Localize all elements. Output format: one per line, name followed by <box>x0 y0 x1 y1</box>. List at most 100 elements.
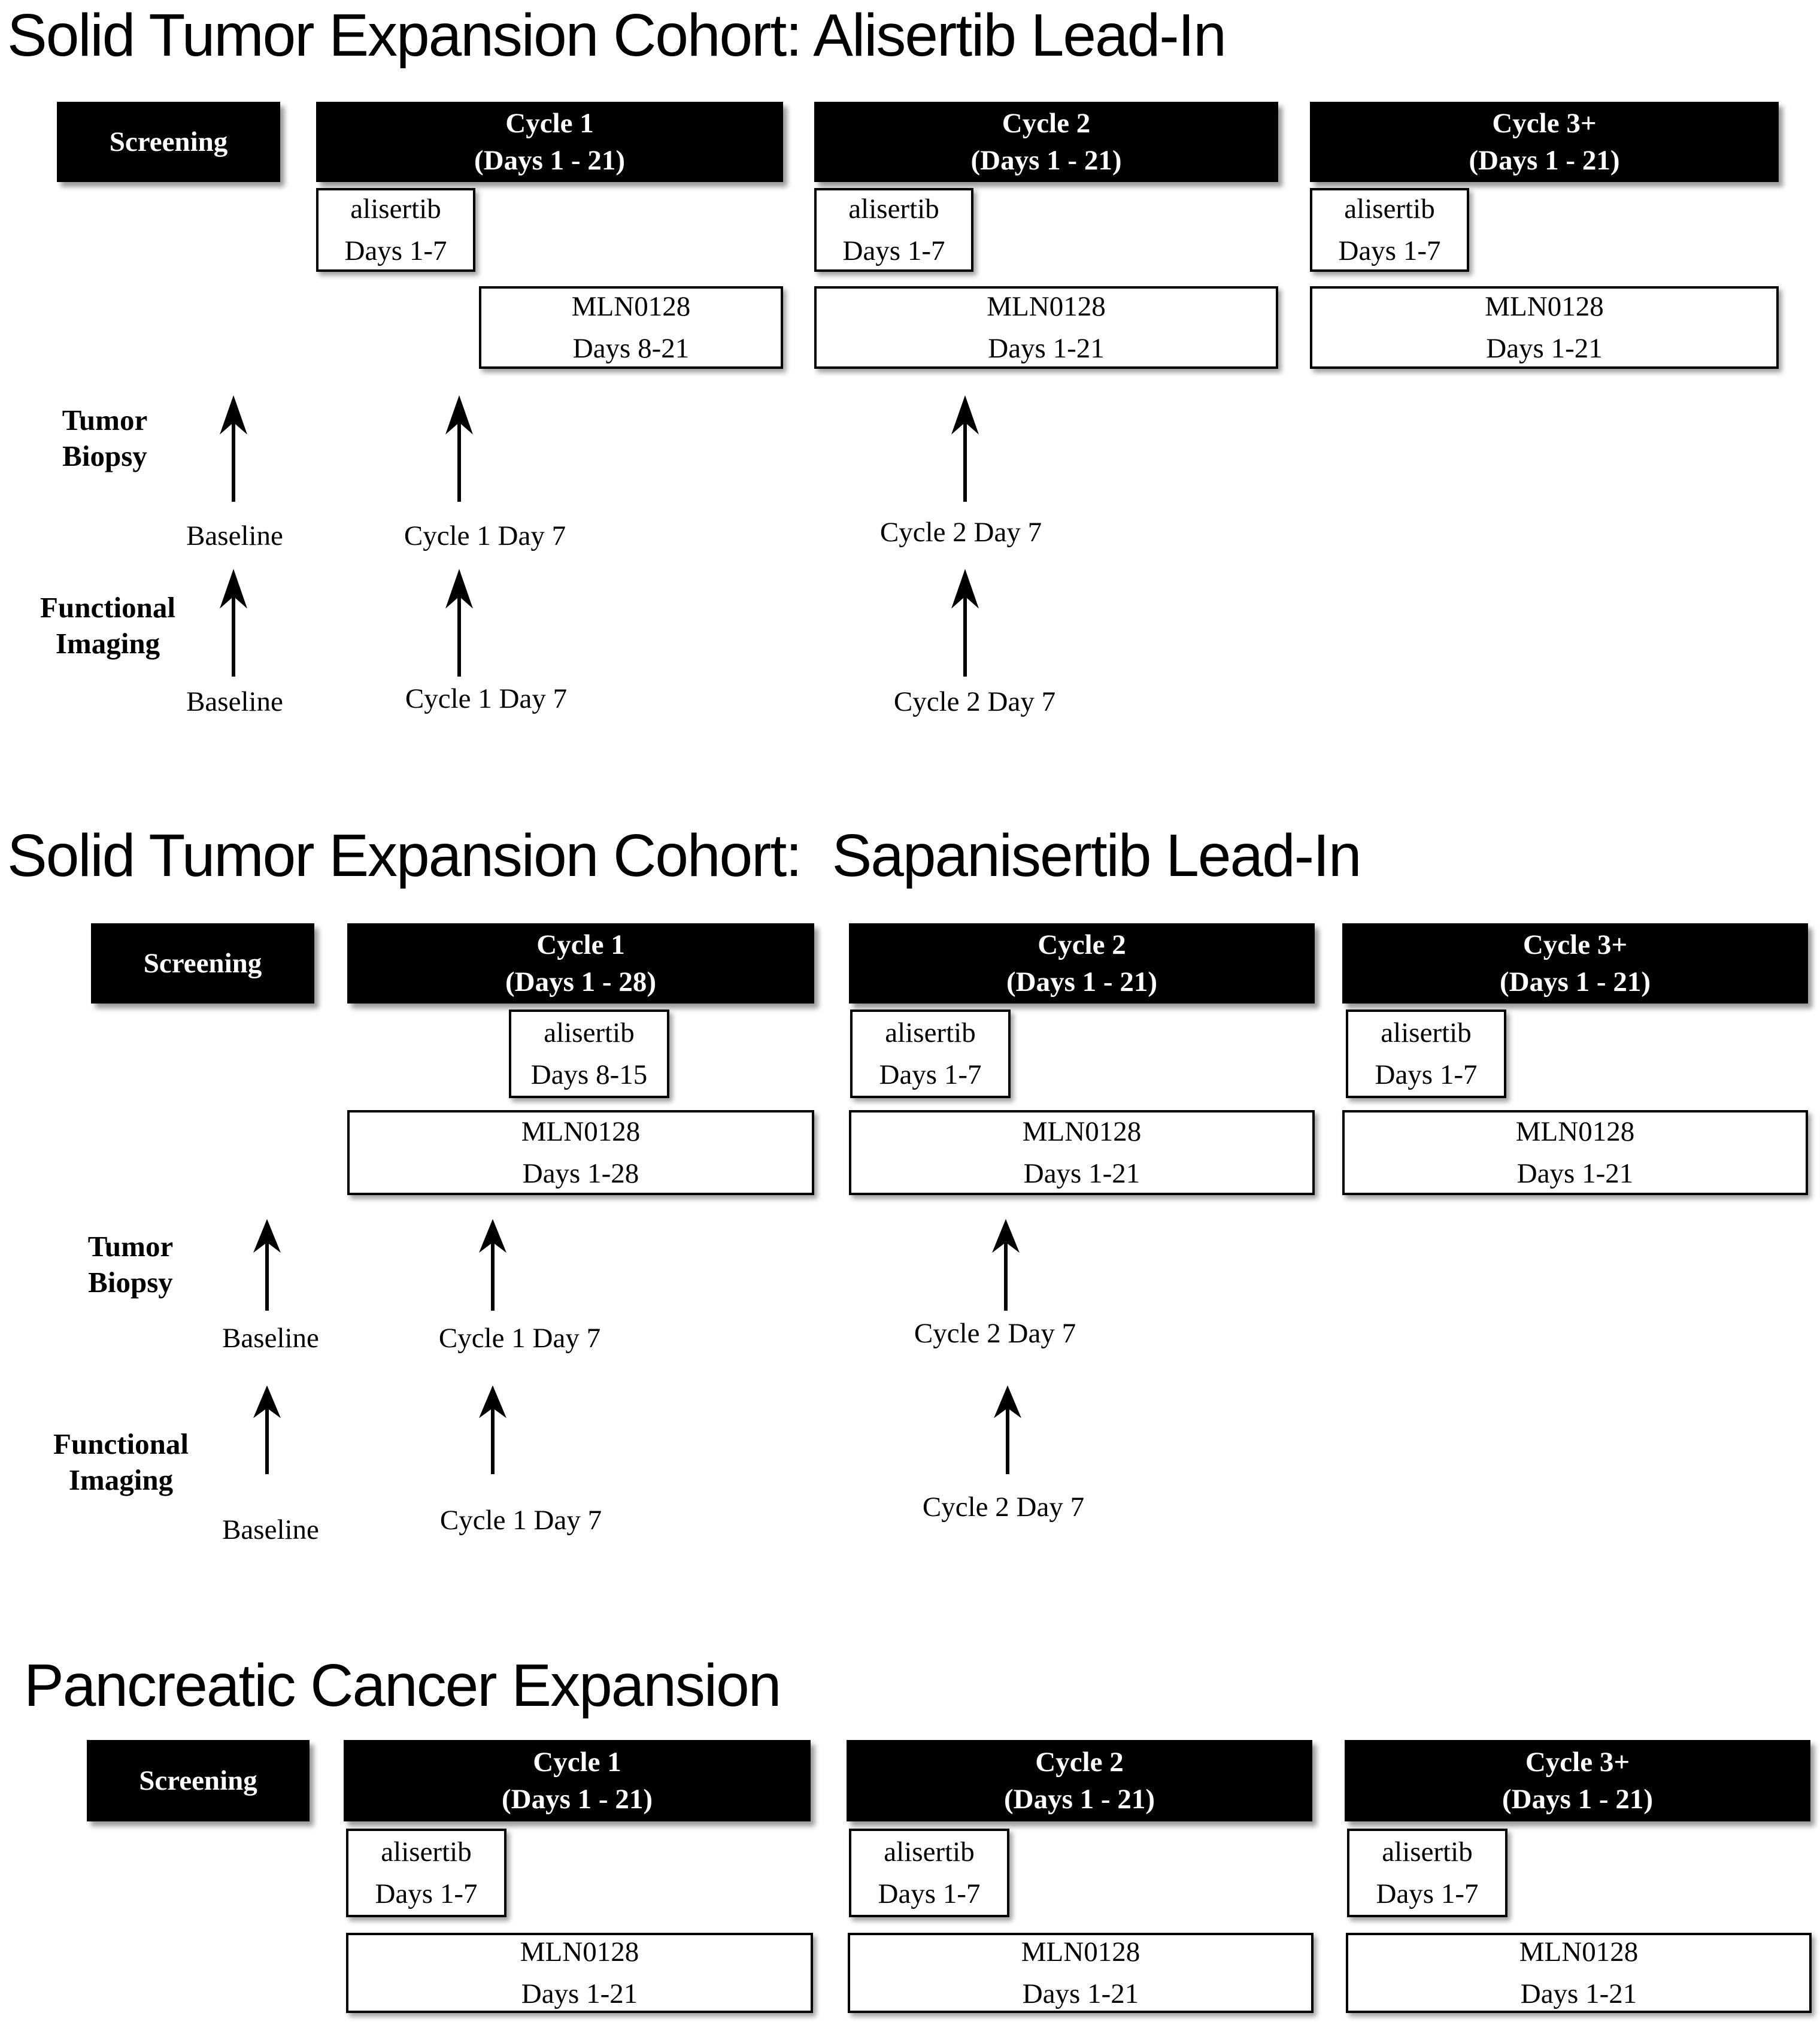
section-title: Solid Tumor Expansion Cohort: Alisertib … <box>7 2 1227 69</box>
tumor-biopsy-label-line: Biopsy <box>62 439 147 472</box>
screening-box: Screening <box>91 923 314 1004</box>
functional-imaging-label: Functional Imaging <box>40 590 175 662</box>
drug-name: MLN0128 <box>1021 1936 1140 1968</box>
cycle-name: Cycle 1 <box>505 107 594 139</box>
drug-box-alisertib: alisertib Days 1-7 <box>814 188 973 272</box>
tumor-biopsy-label: Tumor Biopsy <box>88 1229 174 1301</box>
functional-imaging-label-line: Functional <box>40 591 175 624</box>
drug-name: alisertib <box>350 193 441 225</box>
drug-box-alisertib: alisertib Days 1-7 <box>346 1829 506 1917</box>
drug-box-mln0128: MLN0128 Days 1-21 <box>849 1110 1315 1195</box>
cycle-header: Cycle 2 (Days 1 - 21) <box>847 1740 1312 1821</box>
cycle-days: (Days 1 - 21) <box>1469 145 1620 176</box>
timepoint-label: Cycle 2 Day 7 <box>893 686 1056 717</box>
cycle-days: (Days 1 - 21) <box>1502 1784 1653 1815</box>
drug-name: alisertib <box>1382 1836 1473 1868</box>
drug-box-alisertib: alisertib Days 1-7 <box>1347 1829 1507 1917</box>
timepoint-label: Baseline <box>222 1323 319 1354</box>
cycle-header: Cycle 2 (Days 1 - 21) <box>849 923 1315 1004</box>
cycle-header: Cycle 1 (Days 1 - 28) <box>347 923 814 1004</box>
screening-box: Screening <box>87 1740 310 1821</box>
screening-box: Screening <box>57 102 280 182</box>
drug-name: alisertib <box>848 193 939 225</box>
screening-label: Screening <box>109 126 228 157</box>
up-arrow-icon <box>991 1384 1024 1474</box>
up-arrow-icon <box>476 1218 509 1311</box>
cycle-days: (Days 1 - 21) <box>970 145 1122 176</box>
screening-label: Screening <box>143 947 262 979</box>
cycle-name: Cycle 1 <box>533 1746 621 1778</box>
drug-name: alisertib <box>1381 1017 1472 1048</box>
drug-name: alisertib <box>544 1017 635 1048</box>
drug-box-mln0128: MLN0128 Days 1-21 <box>346 1933 813 2013</box>
drug-days: Days 1-7 <box>879 1059 982 1090</box>
cycle-days: (Days 1 - 21) <box>1006 966 1157 998</box>
drug-name: MLN0128 <box>1485 290 1604 322</box>
functional-imaging-label-line: Imaging <box>68 1463 174 1496</box>
cycle-header: Cycle 1 (Days 1 - 21) <box>316 102 783 182</box>
cycle-name: Cycle 3+ <box>1525 1746 1630 1778</box>
timepoint-label: Cycle 2 Day 7 <box>922 1492 1085 1523</box>
timepoint-label: Cycle 2 Day 7 <box>914 1318 1076 1349</box>
drug-days: Days 1-7 <box>375 1878 478 1909</box>
drug-name: alisertib <box>884 1836 975 1868</box>
cycle-name: Cycle 2 <box>1038 929 1126 960</box>
drug-days: Days 8-15 <box>530 1059 648 1090</box>
cycle-name: Cycle 3+ <box>1492 107 1597 139</box>
cycle-name: Cycle 1 <box>536 929 625 960</box>
drug-box-mln0128: MLN0128 Days 1-28 <box>347 1110 814 1195</box>
timepoint-label: Baseline <box>222 1514 319 1545</box>
drug-days: Days 1-21 <box>1486 333 1603 364</box>
drug-name: MLN0128 <box>987 290 1106 322</box>
drug-days: Days 1-7 <box>1375 1059 1478 1090</box>
drug-days: Days 8-21 <box>572 333 690 364</box>
drug-name: alisertib <box>1344 193 1435 225</box>
drug-name: MLN0128 <box>521 1115 641 1147</box>
cycle-days: (Days 1 - 28) <box>505 966 656 998</box>
drug-box-mln0128: MLN0128 Days 1-21 <box>1342 1110 1808 1195</box>
functional-imaging-label-line: Functional <box>53 1427 189 1460</box>
drug-box-alisertib: alisertib Days 1-7 <box>849 1829 1009 1917</box>
tumor-biopsy-label-line: Biopsy <box>88 1265 173 1299</box>
drug-days: Days 1-21 <box>1516 1158 1634 1189</box>
drug-days: Days 1-28 <box>522 1158 639 1189</box>
drug-name: MLN0128 <box>520 1936 639 1968</box>
cycle-name: Cycle 2 <box>1035 1746 1124 1778</box>
drug-days: Days 1-21 <box>1022 1978 1139 2009</box>
drug-name: MLN0128 <box>571 290 691 322</box>
drug-days: Days 1-7 <box>842 235 945 266</box>
drug-days: Days 1-7 <box>878 1878 981 1909</box>
cycle-header: Cycle 3+ (Days 1 - 21) <box>1342 923 1808 1004</box>
drug-name: MLN0128 <box>1022 1115 1142 1147</box>
drug-box-alisertib: alisertib Days 8-15 <box>509 1010 669 1098</box>
cycle-days: (Days 1 - 21) <box>1004 1784 1155 1815</box>
drug-days: Days 1-7 <box>1376 1878 1479 1909</box>
drug-box-alisertib: alisertib Days 1-7 <box>316 188 475 272</box>
cycle-days: (Days 1 - 21) <box>474 145 625 176</box>
drug-name: alisertib <box>381 1836 472 1868</box>
tumor-biopsy-label-line: Tumor <box>87 1230 174 1263</box>
section-title: Solid Tumor Expansion Cohort: Sapanisert… <box>7 822 1361 889</box>
drug-days: Days 1-7 <box>1338 235 1441 266</box>
functional-imaging-label-line: Imaging <box>55 626 160 660</box>
up-arrow-icon <box>217 568 250 677</box>
cycle-name: Cycle 3+ <box>1522 929 1628 960</box>
screening-label: Screening <box>139 1765 257 1796</box>
up-arrow-icon <box>250 1384 284 1474</box>
up-arrow-icon <box>250 1218 284 1311</box>
cycle-header: Cycle 2 (Days 1 - 21) <box>814 102 1278 182</box>
cycle-header: Cycle 1 (Days 1 - 21) <box>344 1740 811 1821</box>
cycle-header: Cycle 3+ (Days 1 - 21) <box>1310 102 1779 182</box>
drug-name: MLN0128 <box>1519 1936 1639 1968</box>
drug-box-mln0128: MLN0128 Days 1-21 <box>848 1933 1314 2013</box>
drug-box-mln0128: MLN0128 Days 1-21 <box>1346 1933 1812 2013</box>
drug-box-alisertib: alisertib Days 1-7 <box>1310 188 1469 272</box>
timepoint-label: Baseline <box>186 520 283 551</box>
up-arrow-icon <box>217 394 250 502</box>
timepoint-label: Cycle 1 Day 7 <box>439 1505 602 1536</box>
drug-days: Days 1-21 <box>1520 1978 1637 2009</box>
cycle-name: Cycle 2 <box>1002 107 1091 139</box>
drug-name: alisertib <box>885 1017 976 1048</box>
drug-name: MLN0128 <box>1515 1115 1635 1147</box>
drug-box-mln0128: MLN0128 Days 1-21 <box>814 286 1278 369</box>
